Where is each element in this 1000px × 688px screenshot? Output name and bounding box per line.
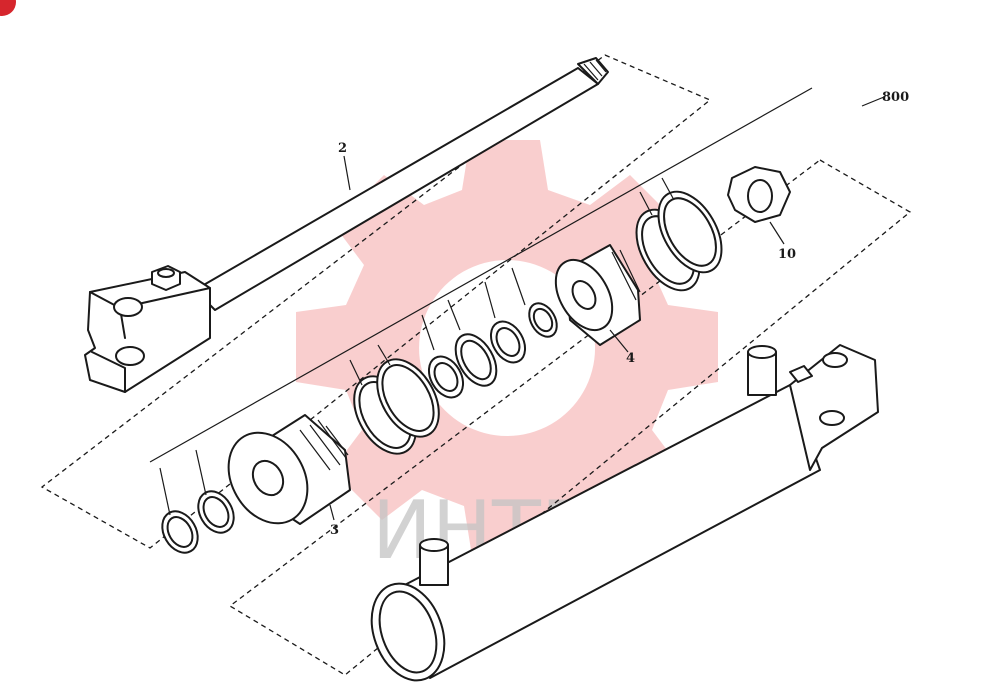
rod-bushings (421, 267, 558, 399)
barrel-group-outline (228, 159, 912, 676)
piston-callout-leader (329, 504, 335, 521)
piston-seals (349, 344, 440, 455)
gland-seals (635, 177, 723, 292)
cylinder-barrel (370, 344, 879, 682)
nut-callout-leader (769, 221, 785, 245)
rear-port-fitting (419, 538, 449, 586)
nut-callout: 10 (778, 247, 796, 262)
rod-seal-rings (159, 449, 235, 554)
rod-callout: 2 (338, 141, 347, 156)
assembly-number: 800 (882, 90, 909, 105)
front-port-fitting (747, 345, 777, 396)
corner-badge-icon (0, 0, 16, 16)
piston-rod (84, 57, 609, 393)
rod-group-outline (40, 54, 712, 549)
piston (227, 414, 351, 525)
rod-callout-leader (343, 155, 351, 191)
assembly-axis-line (149, 87, 813, 463)
gland-callout-leader (609, 329, 629, 353)
gland-callout: 4 (626, 351, 635, 366)
hex-nut (727, 166, 791, 223)
assembly-leader-line (861, 96, 885, 107)
piston-callout: 3 (330, 523, 339, 538)
gland (554, 244, 641, 346)
